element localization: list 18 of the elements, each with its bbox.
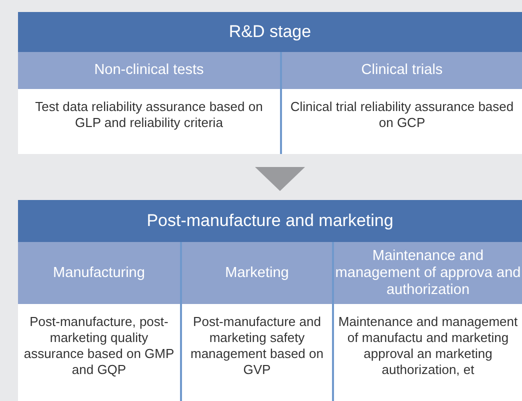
column-description: Maintenance and management of manufactu and marketing approval an marketing authorization, et [337, 313, 519, 379]
column-panel [332, 242, 522, 401]
column-description: Clinical trial reliability assurance based on GCP [289, 98, 515, 132]
stage-title: R&D stage [18, 12, 522, 52]
column-description: Post-manufacture and marketing safety management based on GVP [190, 313, 324, 379]
column-panel [180, 242, 332, 401]
stage-title: Post-manufacture and marketing [18, 200, 522, 242]
arrow [255, 167, 305, 191]
column-description: Test data reliability assurance based on GLP and reliability criteria [34, 98, 264, 132]
column-heading: Clinical trials [282, 52, 522, 89]
column-panel [280, 52, 522, 154]
stage-panel [18, 200, 522, 401]
column-description: Post-manufacture, post-marketing quality assurance based on GMP and GQP [22, 313, 176, 379]
column-heading: Maintenance and management of approva and authorization [334, 242, 522, 304]
column-heading: Non-clinical tests [18, 52, 280, 89]
column-heading: Marketing [182, 242, 332, 304]
column-heading: Manufacturing [18, 242, 180, 304]
stage-panel [18, 12, 522, 154]
